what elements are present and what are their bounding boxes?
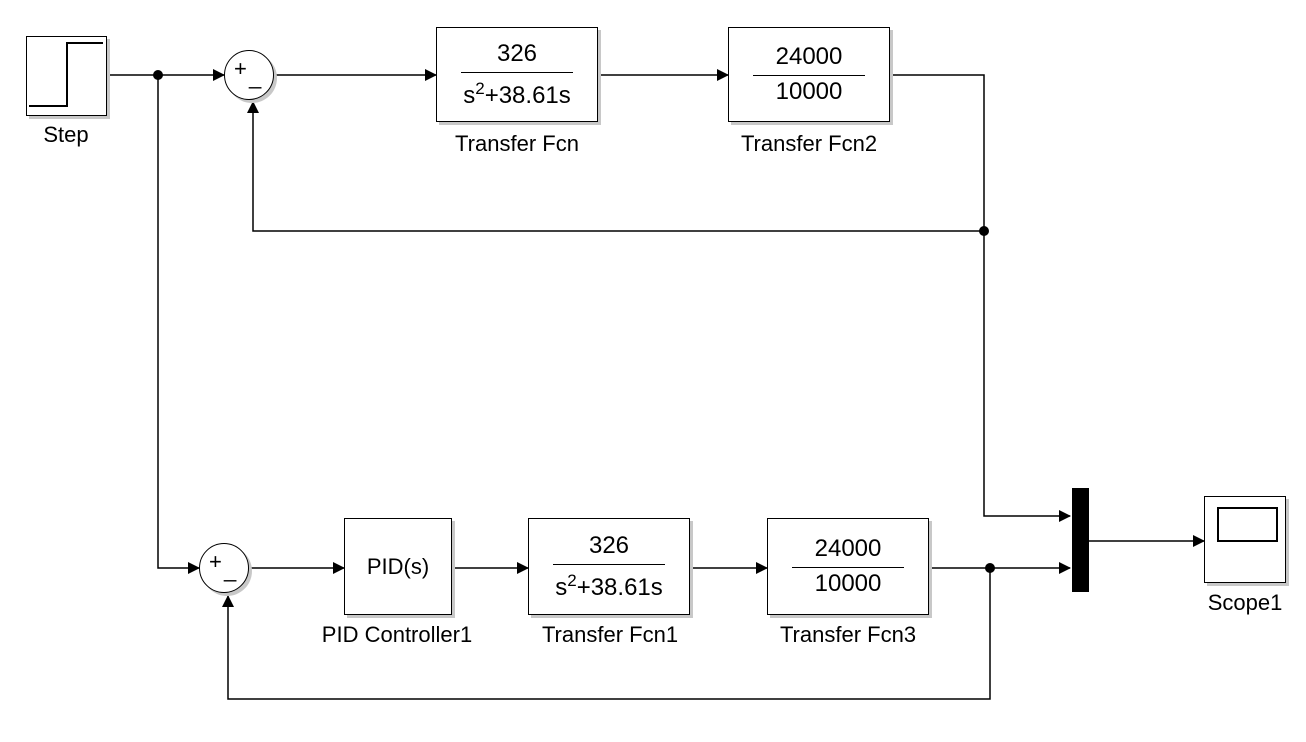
sum-top-minus-sign: _: [249, 64, 262, 89]
sum-bottom-minus-sign: _: [224, 557, 237, 582]
wire-step-to-sum-bottom: [157, 75, 200, 574]
sum-bottom-plus-sign: +: [209, 549, 222, 574]
scope-block[interactable]: [1204, 496, 1286, 583]
pid-controller-label: PID Controller1: [321, 622, 473, 647]
sum-block-top[interactable]: + _: [224, 50, 274, 100]
junction-bottom-feedback: [985, 563, 995, 573]
transfer-fcn1-block[interactable]: 326 s2+38.61s: [528, 518, 690, 615]
step-label: Step: [43, 122, 89, 147]
step-block[interactable]: [26, 36, 107, 116]
tf3-numerator: 24000: [814, 535, 882, 562]
wire-tf2-output: [890, 74, 1071, 522]
transfer-fcn3-block[interactable]: 24000 10000: [767, 518, 929, 615]
transfer-fcn1-label: Transfer Fcn1: [541, 622, 679, 647]
transfer-fcn2-block[interactable]: 24000 10000: [728, 27, 890, 122]
transfer-fcn-label: Transfer Fcn: [455, 131, 579, 156]
junction-top-feedback: [979, 226, 989, 236]
tf2-numerator: 24000: [775, 43, 843, 70]
scope-icon: [1217, 507, 1278, 542]
tf3-fraction-bar: [792, 567, 904, 568]
pid-controller-block[interactable]: PID(s): [344, 518, 452, 615]
wire-top-feedback: [247, 101, 984, 232]
tf3-denominator: 10000: [814, 570, 882, 597]
tf-denominator: s2+38.61s: [463, 78, 571, 109]
step-icon: [29, 42, 103, 107]
sum-top-plus-sign: +: [234, 56, 247, 81]
wire-bottom-feedback: [222, 568, 991, 700]
tf-fraction-bar: [461, 71, 573, 73]
tf2-denominator: 10000: [775, 78, 843, 105]
junction-step-branch: [153, 70, 163, 80]
tf-numerator: 326: [496, 39, 538, 67]
tf1-numerator: 326: [588, 531, 630, 559]
transfer-fcn2-label: Transfer Fcn2: [740, 131, 878, 156]
sum-block-bottom[interactable]: + _: [199, 543, 249, 593]
transfer-fcn3-label: Transfer Fcn3: [779, 622, 917, 647]
pid-text: PID(s): [366, 553, 430, 579]
tf1-denominator: s2+38.61s: [555, 570, 663, 601]
mux-block[interactable]: [1072, 488, 1089, 592]
tf2-fraction-bar: [753, 75, 865, 76]
transfer-fcn-block[interactable]: 326 s2+38.61s: [436, 27, 598, 122]
tf1-fraction-bar: [553, 563, 665, 565]
scope-label: Scope1: [1207, 590, 1283, 615]
